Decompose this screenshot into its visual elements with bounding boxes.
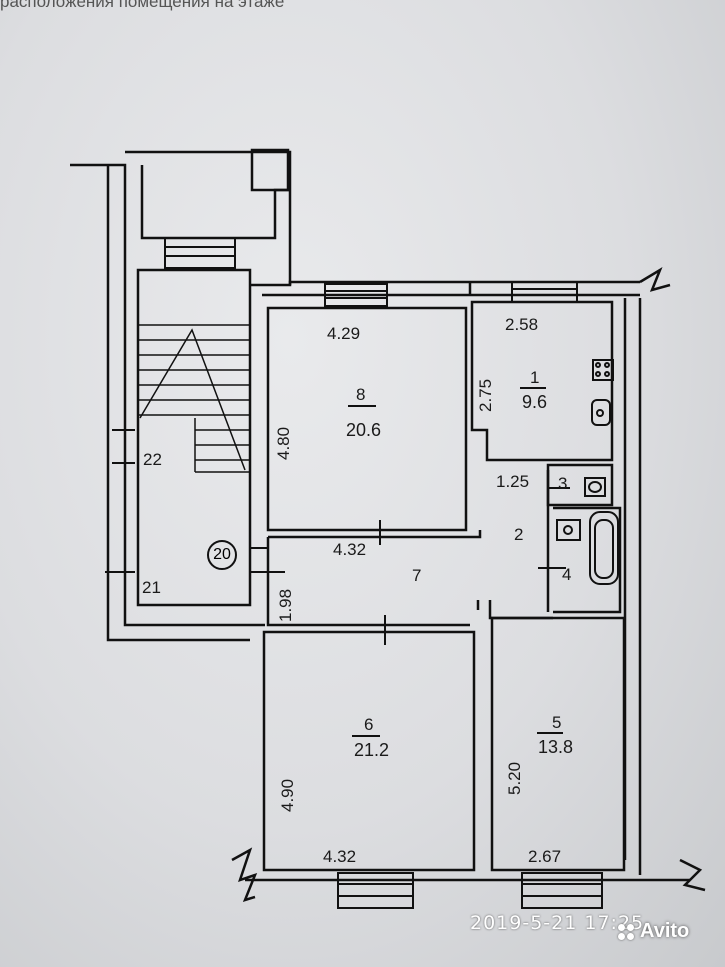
staircase — [138, 324, 250, 473]
room-8-fraction-line — [348, 405, 376, 407]
room-1-fraction-line — [520, 387, 546, 389]
room-3-number: 3 — [558, 474, 568, 493]
room-5-walls — [490, 616, 626, 872]
outer-wall-bottom — [231, 847, 690, 902]
outer-wall-right — [623, 298, 642, 875]
room-7-number: 7 — [412, 566, 422, 585]
date-time-stamp: 2019-5-21 17:25 — [470, 912, 645, 934]
room-6-height: 4.90 — [278, 778, 297, 812]
window-room-1 — [511, 281, 578, 303]
room-8-walls — [266, 306, 468, 532]
outer-wall-top — [262, 282, 640, 297]
window-room-5 — [521, 872, 603, 909]
bathtub-icon — [589, 511, 619, 585]
room-8-width: 4.29 — [327, 324, 361, 343]
header-text: расположения помещения на этаже — [0, 0, 285, 11]
room-8-number: 8 — [356, 385, 366, 404]
room-4-number: 4 — [562, 565, 572, 584]
room-21-number: 21 — [142, 578, 161, 597]
stair-walls — [136, 268, 252, 607]
avito-logo-icon — [618, 923, 636, 940]
room-8-height: 4.80 — [274, 426, 293, 460]
window-room-8 — [324, 283, 388, 307]
room-6-number: 6 — [364, 715, 374, 734]
room-5-height: 5.20 — [505, 761, 524, 795]
room-20-marker: 20 — [207, 540, 237, 570]
avito-watermark: Avito — [618, 920, 689, 943]
room-2-width: 1.25 — [496, 472, 530, 491]
room-7-width: 4.32 — [333, 540, 367, 559]
room-1-walls — [470, 300, 614, 462]
stove-icon — [592, 359, 614, 381]
sink-icon — [591, 399, 611, 426]
outer-wall-right-bottom-break — [679, 858, 706, 892]
room-1-width: 2.58 — [505, 315, 539, 334]
room-1-height: 2.75 — [476, 378, 495, 412]
chimney — [250, 148, 290, 192]
washbasin-icon — [556, 519, 581, 541]
room-6-area: 21.2 — [354, 740, 390, 760]
room-2-number: 2 — [514, 525, 524, 544]
room-8-area: 20.6 — [346, 420, 382, 440]
window-room-6 — [337, 872, 414, 909]
entrance-block — [125, 150, 292, 285]
room-5-fraction-line — [537, 732, 563, 734]
room-5-number: 5 — [552, 713, 562, 732]
toilet-icon — [584, 477, 606, 497]
room-1-area: 9.6 — [522, 392, 548, 412]
corridor-walls — [266, 530, 553, 627]
stair-divider — [250, 280, 640, 287]
room-1-number: 1 — [530, 368, 540, 387]
room-6-width: 4.32 — [323, 847, 357, 866]
window-entrance — [164, 237, 236, 269]
room-6-walls — [262, 630, 476, 872]
room-5-area: 13.8 — [538, 737, 574, 757]
room-4-walls — [553, 506, 622, 614]
room-5-width: 2.67 — [528, 847, 562, 866]
outer-wall-left — [70, 163, 265, 642]
outer-wall-right-break — [639, 267, 671, 292]
room-6-fraction-line — [352, 735, 380, 737]
avito-brand-text: Avito — [640, 920, 690, 942]
room-7-height: 1.98 — [276, 588, 295, 622]
room-22-number: 22 — [143, 450, 162, 469]
